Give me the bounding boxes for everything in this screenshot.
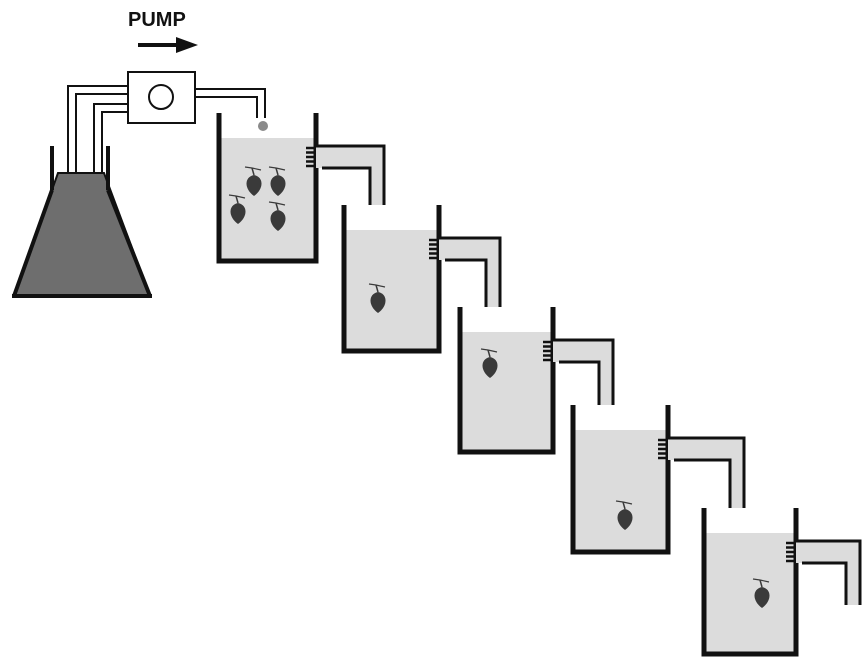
flow-direction-arrow	[138, 37, 198, 53]
organism-icon	[228, 194, 246, 224]
tank-2	[341, 205, 502, 354]
tank-cascade	[216, 113, 862, 657]
tank-liquid	[704, 533, 796, 654]
organism-icon	[615, 500, 633, 530]
tank-wall	[216, 113, 319, 264]
tank-wall	[457, 307, 556, 455]
pump-tubing	[67, 85, 266, 175]
organism-icon	[752, 578, 770, 608]
tank-1	[216, 113, 386, 264]
tank-liquid	[460, 332, 553, 452]
tank-liquid	[344, 230, 439, 351]
tank-liquid	[219, 138, 316, 261]
overflow-pipe	[429, 236, 502, 307]
tank-4	[570, 405, 746, 555]
overflow-pipe	[543, 338, 615, 405]
overflow-pipe	[786, 539, 862, 605]
tank-wall	[701, 508, 799, 657]
overflow-pipe	[306, 144, 386, 205]
tank-wall	[570, 405, 671, 555]
organism-icon	[268, 166, 286, 196]
reservoir-flask	[12, 146, 152, 298]
tank-wall	[341, 205, 442, 354]
organism-icon	[368, 283, 386, 313]
pump-label: PUMP	[128, 9, 186, 31]
tank-5	[701, 508, 862, 657]
organism-icon	[480, 348, 498, 378]
pump-body	[127, 71, 196, 124]
overflow-pipe	[658, 436, 746, 508]
tank-liquid	[573, 430, 668, 552]
organism-icon	[244, 166, 262, 196]
organism-icon	[268, 201, 286, 231]
inlet-dot	[258, 121, 268, 131]
tank-3	[457, 307, 615, 455]
